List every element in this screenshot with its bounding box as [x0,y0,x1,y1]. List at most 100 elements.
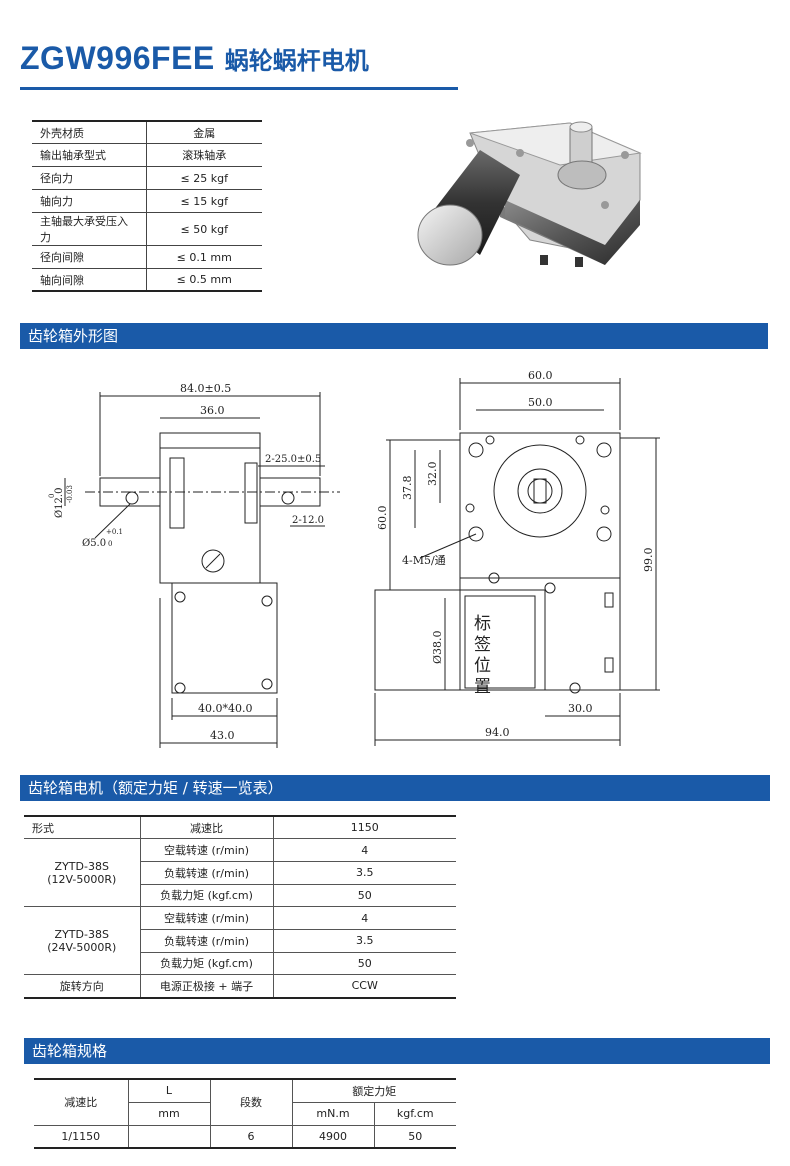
model-number: ZGW996FEE [20,40,215,76]
section-header-performance: 齿轮箱电机（额定力矩 / 转速一览表） [20,775,770,801]
param-label: 负载力矩 (kgf.cm) [140,951,274,976]
performance-table: 形式 减速比 1150 ZYTD-38S (12V-5000R) 空载转速 (r… [24,815,456,999]
title-underline [20,87,458,90]
spec-label: 径向力 [32,166,147,191]
dim-d12-tol0: 0 [48,494,56,498]
dim-d38: Ø38.0 [431,630,444,664]
spec-value: 滚珠轴承 [146,143,262,168]
header-cell: kgf.cm [373,1101,456,1126]
model-cell: ZYTD-38S (12V-5000R) [24,838,141,908]
param-label: 负载转速 (r/min) [140,928,274,953]
dim-m5: 4-M5/通 [402,554,446,567]
param-value: 3.5 [272,928,456,953]
data-cell: 4900 [291,1124,375,1149]
header-cell: 减速比 [139,815,274,840]
spec-value: ≤ 50 kgf [146,212,262,247]
param-label: 负载转速 (r/min) [140,860,274,885]
table-row: 形式 减速比 1150 [24,815,456,840]
dim-60-top: 60.0 [528,369,553,382]
param-label: 空载转速 (r/min) [139,906,274,930]
model-spec: (24V-5000R) [47,940,117,954]
spec-row: 外壳材质金属 [32,120,262,145]
param-value: 50 [272,883,456,908]
footer-cell: 旋转方向 [24,974,141,999]
param-label: 负载力矩 (kgf.cm) [140,883,274,908]
product-name: 蜗轮蜗杆电机 [224,47,369,75]
dim-d5: Ø5.0 [82,538,106,549]
dim-36: 36.0 [200,404,225,417]
dim-d5-tol0: 0 [108,540,112,548]
table-row: 1/1150 6 4900 50 [34,1124,456,1149]
dim-50: 50.0 [528,396,553,409]
spec-label: 输出轴承型式 [32,143,147,168]
table-row: 减速比 L 段数 额定力矩 [34,1078,456,1126]
dim-d5-tol: +0.1 [106,528,123,536]
header-cell: 段数 [209,1078,293,1126]
dim-60-left: 60.0 [376,506,389,531]
spec-value: 金属 [146,120,262,145]
dim-43: 43.0 [210,729,235,742]
dim-94: 94.0 [485,726,510,739]
dim-d12: Ø12.0 [54,488,65,518]
spec-label: 轴向力 [32,189,147,214]
model-cell: ZYTD-38S (24V-5000R) [24,906,141,976]
dim-2-25: 2-25.0±0.5 [265,454,321,465]
section-header-gearbox: 齿轮箱规格 [24,1038,770,1064]
dim-40x40: 40.0*40.0 [198,702,252,715]
gearbox-table: 减速比 L 段数 额定力矩 mm mN.m kgf.cm 1/1150 6 49… [34,1078,456,1149]
outline-drawing: 84.0±0.5 36.0 2-25.0±0.5 2-12.0 Ø12.0 -0… [48,369,660,748]
spec-row: 轴向间隙≤ 0.5 mm [32,268,262,293]
footer-cell: CCW [272,974,456,999]
dim-d12-tol: -0.03 [66,485,74,503]
data-cell: 1/1150 [34,1124,129,1149]
table-row: 旋转方向 电源正极接 + 端子 CCW [24,974,456,999]
spec-value: ≤ 0.1 mm [146,245,262,269]
table-row: ZYTD-38S (24V-5000R) 空载转速 (r/min) 4 [24,906,456,976]
spec-label: 外壳材质 [32,120,147,145]
table-row: 负载力矩 (kgf.cm) 50 [24,883,456,908]
section-header-outline: 齿轮箱外形图 [20,323,768,349]
table-row: 负载转速 (r/min) 3.5 [24,860,456,885]
header-cell: 减速比 [34,1078,129,1126]
data-cell [127,1124,211,1149]
header-cell: 1150 [272,815,456,840]
spec-value: ≤ 15 kgf [146,189,262,214]
dim-30: 30.0 [568,702,593,715]
table-row: mm mN.m kgf.cm [34,1101,456,1126]
page-title: ZGW996FEE 蜗轮蜗杆电机 [20,40,369,84]
table-row: ZYTD-38S (12V-5000R) 空载转速 (r/min) 4 [24,838,456,908]
dim-32: 32.0 [426,462,439,487]
table-row: 负载力矩 (kgf.cm) 50 [24,951,456,976]
param-value: 4 [272,906,456,930]
spec-value: ≤ 0.5 mm [146,268,262,293]
spec-label: 主轴最大承受压入力 [32,212,147,247]
spec-row: 输出轴承型式滚珠轴承 [32,143,262,168]
header-cell: mm [128,1101,211,1126]
spec-row: 主轴最大承受压入力≤ 50 kgf [32,212,262,247]
model-name: ZYTD-38S [54,859,109,873]
dim-99: 99.0 [642,548,655,573]
model-name: ZYTD-38S [54,927,109,941]
spec-value: ≤ 25 kgf [146,166,262,191]
label-position-text: 标签位置 [470,614,491,698]
spec-table: 外壳材质金属 输出轴承型式滚珠轴承 径向力≤ 25 kgf 轴向力≤ 15 kg… [32,120,262,293]
dim-2-12: 2-12.0 [292,515,324,526]
footer-cell: 电源正极接 + 端子 [139,974,274,999]
spec-row: 径向力≤ 25 kgf [32,166,262,191]
spec-row: 轴向力≤ 15 kgf [32,189,262,214]
header-cell: L [127,1078,211,1103]
param-label: 空载转速 (r/min) [139,838,274,862]
param-value: 50 [272,951,456,976]
header-cell: mN.m [291,1101,375,1126]
data-cell: 6 [209,1124,293,1149]
spec-label: 径向间隙 [32,245,147,269]
model-spec: (12V-5000R) [47,872,117,886]
spec-row: 径向间隙≤ 0.1 mm [32,245,262,269]
motor-photo [417,121,642,267]
dim-84: 84.0±0.5 [180,382,231,395]
header-cell: 额定力矩 [291,1078,456,1103]
spec-label: 轴向间隙 [32,268,147,293]
param-value: 4 [272,838,456,862]
header-cell: 形式 [24,815,141,840]
param-value: 3.5 [272,860,456,885]
